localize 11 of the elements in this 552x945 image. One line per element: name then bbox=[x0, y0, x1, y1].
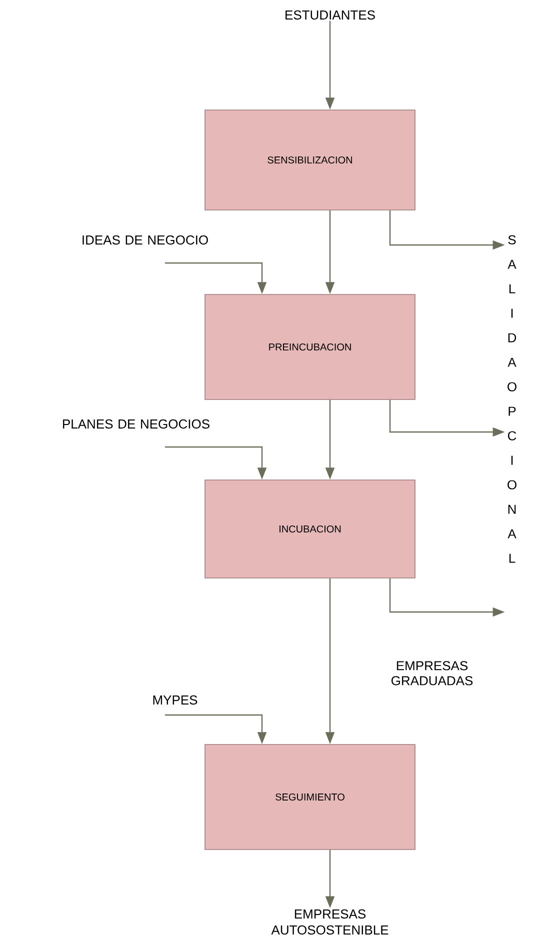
vertical-label: SALIDA OPCIONAL bbox=[508, 235, 516, 563]
process-box: SENSIBILIZACION bbox=[204, 110, 416, 210]
input-label: IDEAS DE NEGOCIO bbox=[82, 235, 208, 245]
input-label: MYPES bbox=[153, 695, 198, 705]
process-box: SEGUIMIENTO bbox=[204, 744, 416, 850]
input-label: ESTUDIANTES bbox=[286, 10, 375, 20]
edge-label: EMPRESAS GRADUADAS bbox=[391, 661, 473, 686]
input-label: EMPRESAS AUTOSOSTENIBLE bbox=[271, 909, 388, 935]
process-box: INCUBACION bbox=[204, 480, 416, 578]
input-label: PLANES DE NEGOCIOS bbox=[63, 419, 210, 429]
process-box: PREINCUBACION bbox=[204, 294, 416, 400]
